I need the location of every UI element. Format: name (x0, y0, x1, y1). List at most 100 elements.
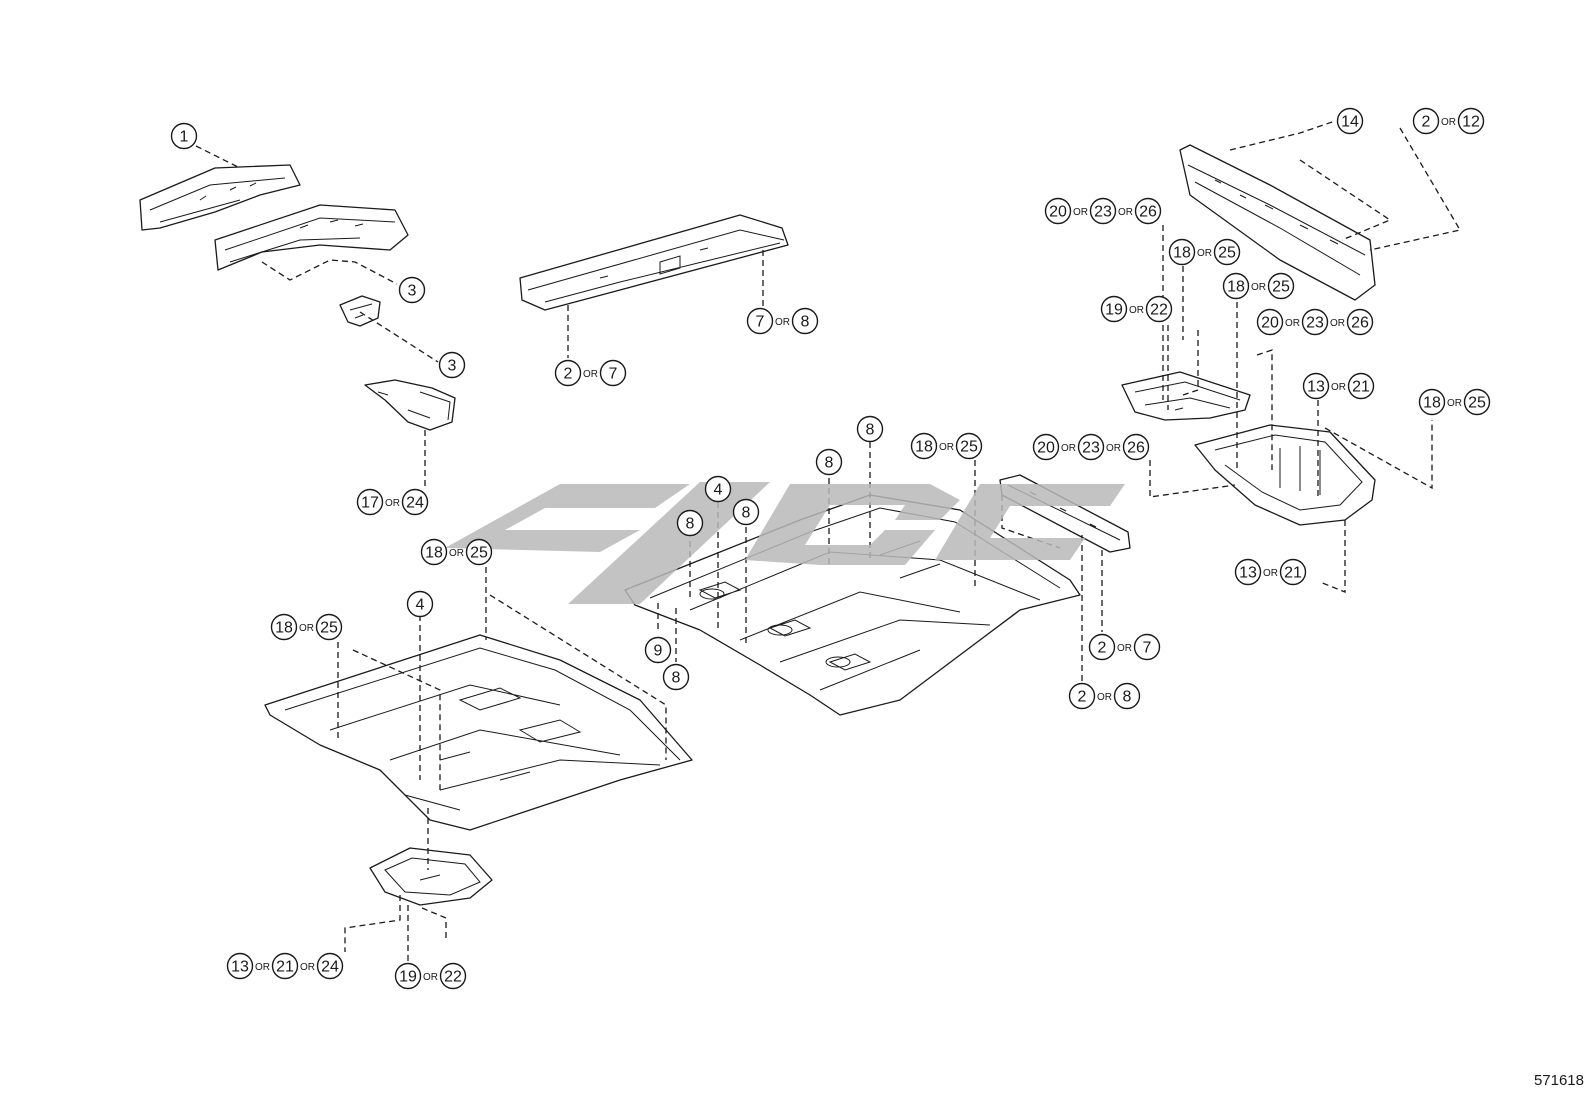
callout-circle (271, 952, 299, 980)
callout-number: 24 (321, 959, 339, 976)
callout-number: 18 (1423, 395, 1441, 412)
callout-number: 21 (1352, 379, 1370, 396)
callout-c8c: 8 (815, 448, 843, 476)
callout-or-separator: OR (1106, 443, 1121, 454)
callout-number: 4 (416, 597, 425, 614)
callout-or-separator: OR (1118, 207, 1133, 218)
callout-c19-22a: 19 OR 22 (394, 962, 467, 990)
callout-number: 19 (399, 969, 417, 986)
callout-circle (1412, 107, 1440, 135)
callout-circle (1133, 633, 1161, 661)
callout-number: 8 (801, 314, 810, 331)
callout-or-separator: OR (1197, 248, 1212, 259)
callout-number: 18 (1173, 245, 1191, 262)
callout-number: 21 (1284, 565, 1302, 582)
callout-circle (1301, 308, 1329, 336)
callout-circle (1113, 682, 1141, 710)
callout-number: 8 (672, 670, 681, 687)
callout-circle (170, 122, 198, 150)
callout-circle (1302, 372, 1330, 400)
callout-circle (1122, 433, 1150, 461)
callout-or-separator: OR (1061, 443, 1076, 454)
callout-number: 18 (915, 439, 933, 456)
callout-number: 25 (1468, 395, 1486, 412)
callout-c3a: 3 (398, 276, 426, 304)
callout-or-separator: OR (423, 972, 438, 983)
callout-circle (1134, 197, 1162, 225)
front-floor-pan-part (264, 634, 693, 831)
callout-number: 13 (1239, 565, 1257, 582)
callout-circle (1089, 197, 1117, 225)
callout-number: 25 (470, 545, 488, 562)
callout-circle (1336, 107, 1364, 135)
callout-number: 20 (1261, 315, 1279, 332)
callout-or-separator: OR (255, 962, 270, 973)
callout-circle (704, 475, 732, 503)
callout-or-separator: OR (1251, 282, 1266, 293)
callout-number: 26 (1127, 440, 1145, 457)
callout-number: 22 (444, 969, 462, 986)
callout-circle (1418, 388, 1446, 416)
spare-tire-pan-part (1194, 424, 1376, 526)
callout-circle (554, 359, 582, 387)
callout-circle (1032, 433, 1060, 461)
callout-number: 2 (1422, 114, 1431, 131)
callout-number: 7 (1143, 640, 1152, 657)
callout-circle (1088, 633, 1116, 661)
callout-circle (955, 432, 983, 460)
callout-number: 24 (406, 495, 424, 512)
callout-circle (356, 488, 384, 516)
callout-number: 23 (1082, 440, 1100, 457)
callout-circle (401, 488, 429, 516)
callout-number: 25 (1272, 279, 1290, 296)
callout-number: 8 (742, 505, 751, 522)
callout-number: 25 (960, 439, 978, 456)
callout-circle (910, 432, 938, 460)
callout-number: 3 (448, 358, 457, 375)
callout-circle (1256, 308, 1284, 336)
callout-circle (394, 962, 422, 990)
callout-circle (1267, 272, 1295, 300)
callout-circle (1168, 238, 1196, 266)
callout-number: 8 (686, 516, 695, 533)
callout-circle (1234, 558, 1262, 586)
callout-circle (438, 351, 466, 379)
callout-number: 20 (1037, 440, 1055, 457)
callout-c8d: 8 (856, 415, 884, 443)
callout-circle (398, 276, 426, 304)
callout-circle (662, 663, 690, 691)
callout-number: 14 (1341, 114, 1359, 131)
callout-circle (439, 962, 467, 990)
callout-number: 22 (1150, 302, 1168, 319)
callout-number: 23 (1306, 315, 1324, 332)
callout-c3b: 3 (438, 351, 466, 379)
callout-circle (791, 307, 819, 335)
callout-circle (1213, 238, 1241, 266)
callout-c9: 9 (644, 636, 672, 664)
back-panel-part (1179, 144, 1376, 301)
callout-number: 23 (1094, 204, 1112, 221)
callout-circle (1279, 558, 1307, 586)
callout-or-separator: OR (1441, 117, 1456, 128)
callout-number: 9 (654, 643, 663, 660)
callout-number: 12 (1462, 114, 1480, 131)
small-bracket-part (339, 295, 381, 327)
callout-circle (1222, 272, 1250, 300)
callout-or-separator: OR (1097, 692, 1112, 703)
callout-circle (270, 613, 298, 641)
callout-number: 19 (1105, 302, 1123, 319)
callout-number: 17 (361, 495, 379, 512)
callout-circle (1457, 107, 1485, 135)
callout-c4b: 4 (704, 475, 732, 503)
callout-circle (465, 538, 493, 566)
callout-circle (599, 359, 627, 387)
callout-circle (1347, 372, 1375, 400)
